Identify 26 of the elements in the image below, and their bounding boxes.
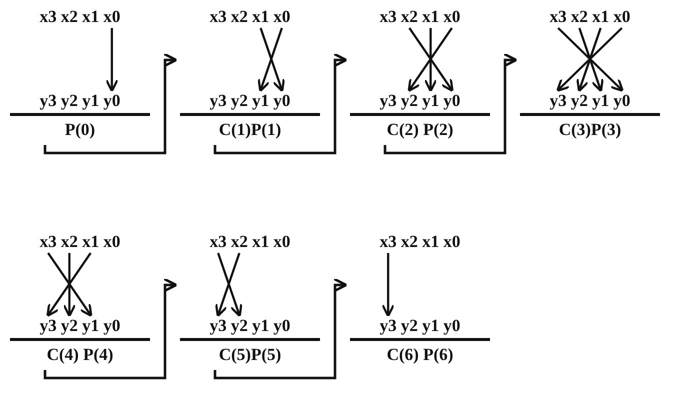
multiplicand-digits: x3 x2 x1 x0	[210, 232, 290, 251]
step-label: P(0)	[64, 120, 96, 139]
connector-arrow	[384, 52, 518, 154]
multiplier-digits: y3 y2 y1 y0	[550, 91, 630, 110]
step-label: C(3)P(3)	[558, 120, 622, 139]
connector-arrow	[44, 52, 178, 154]
connector-arrow	[44, 278, 178, 380]
multiplicand-digits: x3 x2 x1 x0	[40, 7, 120, 26]
multiplicand-digits: x3 x2 x1 x0	[210, 7, 290, 26]
connector-arrow	[214, 278, 348, 380]
multiplier-digits: y3 y2 y1 y0	[40, 316, 120, 335]
connector-arrow	[214, 52, 348, 154]
multiplicand-digits: x3 x2 x1 x0	[40, 232, 120, 251]
step-label: C(1)P(1)	[218, 120, 282, 139]
multiplier-digits: y3 y2 y1 y0	[380, 91, 460, 110]
step-label: C(5)P(5)	[218, 345, 282, 364]
multiplicand-digits: x3 x2 x1 x0	[380, 7, 460, 26]
multiplier-digits: y3 y2 y1 y0	[210, 91, 290, 110]
multiplier-digits: y3 y2 y1 y0	[40, 91, 120, 110]
step-label: C(6) P(6)	[386, 345, 454, 364]
multiplicand-digits: x3 x2 x1 x0	[380, 232, 460, 251]
step-label: C(4) P(4)	[46, 345, 114, 364]
step-label: C(2) P(2)	[386, 120, 454, 139]
multiplier-digits: y3 y2 y1 y0	[210, 316, 290, 335]
multiplicand-digits: x3 x2 x1 x0	[550, 7, 630, 26]
multiplier-digits: y3 y2 y1 y0	[380, 316, 460, 335]
